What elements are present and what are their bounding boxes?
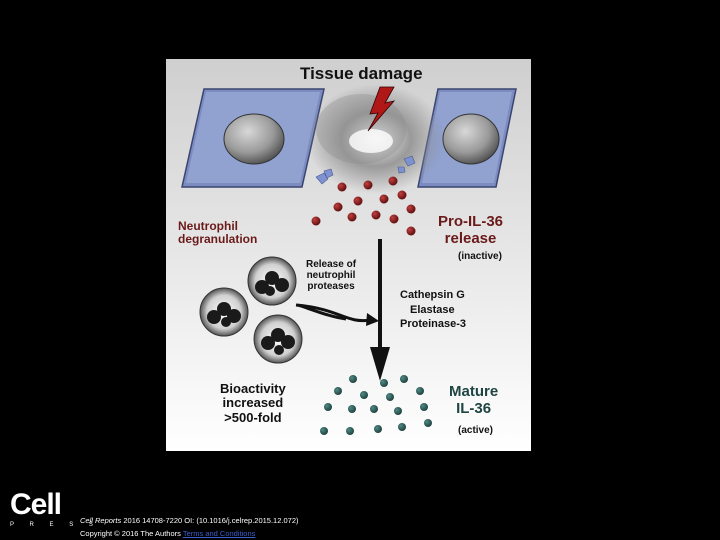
diagram-title: Tissue damage [300,64,423,83]
footer-journal: Cell Reports [80,516,122,525]
logo-word: Cell [10,488,62,521]
label-active: (active) [458,425,494,436]
label-mature-il36: Mature IL-36 [449,383,499,417]
cell-press-logo: Cell P R E S S [10,488,100,529]
label-bioactivity: Bioactivity increased >500-fold [220,381,286,425]
cell-debris [315,155,416,185]
curved-arrow-head [366,313,379,326]
curved-arrow [295,303,372,323]
label-proteinase-3: Proteinase-3 [400,318,467,330]
logo-press: P R E S S [10,522,100,528]
label-cathepsin-g: Cathepsin G [400,289,465,301]
footer-copyright-text: Copyright © 2016 The Authors [80,529,183,538]
label-elastase: Elastase [410,304,455,316]
footer-citation: Cell Reports 2016 14708-7220 OI: (10.101… [80,516,298,525]
label-release-proteases: Release of neutrophil proteases [306,259,357,292]
neutrophil-top [247,256,297,306]
right-epithelial-cell [417,88,517,188]
neutrophil-left [199,287,249,337]
terms-link[interactable]: Terms and Conditions [182,529,256,538]
conversion-arrow [370,239,390,381]
label-inactive: (inactive) [458,251,502,262]
footer-citation-text: 2016 14708-7220 OI: (10.1016/j.celrep.20… [121,516,299,525]
neutrophil-cells [199,256,303,364]
mature-il36-particles [320,375,432,435]
left-epithelial-cell [181,88,325,188]
diagram-graphic [166,59,531,451]
footer-copyright: Copyright © 2016 The Authors Terms and C… [80,529,255,538]
label-pro-il36-release: Pro-IL-36 release [438,213,504,247]
label-neutrophil-degranulation: Neutrophil degranulation [178,219,258,247]
pro-il36-particles [311,176,416,236]
neutrophil-bottom [253,314,303,364]
figure-panel: Tissue damage Neutrophil degranulation P… [166,59,531,451]
lightning-bolt-icon [367,86,396,132]
